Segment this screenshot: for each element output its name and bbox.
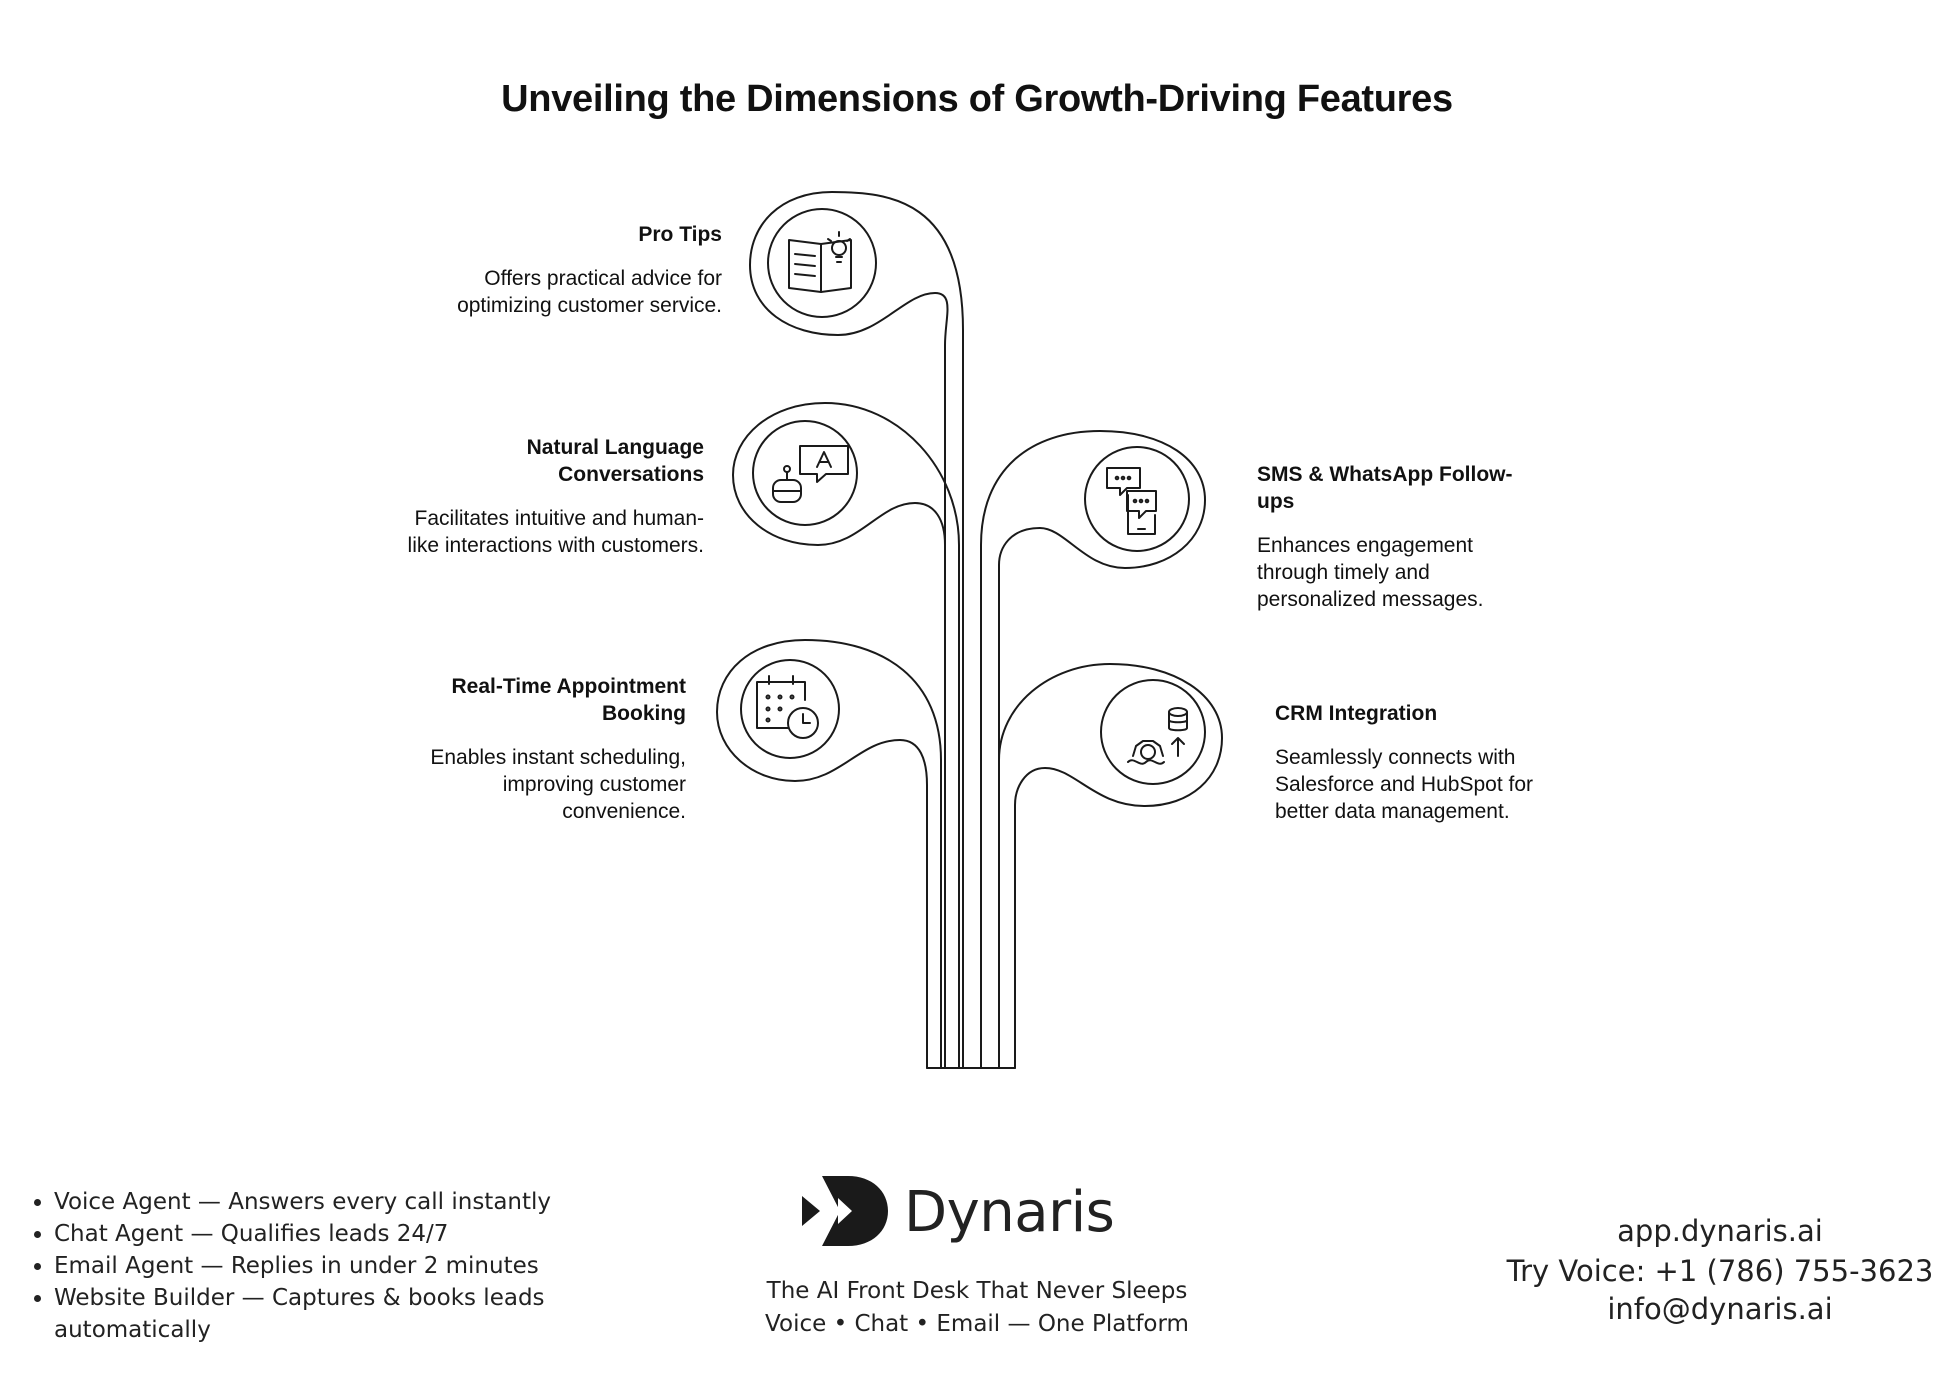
feature-description: Enables instant scheduling, improving cu…	[430, 746, 686, 823]
page-title: Unveiling the Dimensions of Growth-Drivi…	[501, 78, 1453, 120]
branch-natural-language	[732, 402, 960, 1069]
robot-chat-icon	[772, 445, 849, 503]
feature-description: Seamlessly connects with Salesforce and …	[1275, 746, 1533, 823]
branch-appointment-booking	[716, 639, 942, 1069]
feature-title: SMS & WhatsApp Follow-ups	[1257, 463, 1513, 513]
tagline-primary: The AI Front Desk That Never Sleeps	[766, 1278, 1188, 1304]
list-item: Website Builder — Captures & books leads…	[30, 1282, 590, 1346]
feature-appointment-booking: Real-Time Appointment Booking Enables in…	[386, 673, 686, 825]
feature-description: Offers practical advice for optimizing c…	[457, 267, 722, 317]
feature-sms-whatsapp: SMS & WhatsApp Follow-ups Enhances engag…	[1257, 461, 1527, 613]
email-link[interactable]: info@dynaris.ai	[1607, 1292, 1833, 1326]
phone-messages-icon	[1106, 467, 1157, 535]
services-list: Voice Agent — Answers every call instant…	[30, 1186, 590, 1346]
feature-natural-language: Natural Language Conversations Facilitat…	[404, 434, 704, 559]
brand-logo: Dynaris	[800, 1168, 1120, 1254]
feature-title: CRM Integration	[1275, 702, 1438, 725]
feature-pro-tips: Pro Tips Offers practical advice for opt…	[422, 221, 722, 319]
branch-crm-integration	[998, 663, 1223, 1069]
feature-title: Natural Language Conversations	[526, 436, 704, 486]
branch-pro-tips	[749, 191, 964, 1069]
feature-crm-integration: CRM Integration Seamlessly connects with…	[1275, 700, 1565, 825]
feature-title: Pro Tips	[638, 223, 722, 246]
list-item: Chat Agent — Qualifies leads 24/7	[30, 1218, 590, 1250]
branch-sms-whatsapp	[980, 430, 1206, 1069]
tagline-secondary: Voice • Chat • Email — One Platform	[765, 1311, 1189, 1337]
dynaris-mark-icon	[802, 1176, 888, 1246]
website-link[interactable]: app.dynaris.ai	[1617, 1214, 1823, 1248]
feature-description: Facilitates intuitive and human-like int…	[407, 507, 704, 557]
brand-name: Dynaris	[904, 1180, 1115, 1245]
list-item: Voice Agent — Answers every call instant…	[30, 1186, 590, 1218]
list-item: Email Agent — Replies in under 2 minutes	[30, 1250, 590, 1282]
calendar-clock-icon	[756, 675, 819, 739]
feature-description: Enhances engagement through timely and p…	[1257, 534, 1484, 611]
phone-number[interactable]: Try Voice: +1 (786) 755-3623	[1506, 1254, 1934, 1288]
book-lightbulb-icon	[788, 231, 852, 293]
gear-database-icon	[1127, 707, 1188, 765]
feature-title: Real-Time Appointment Booking	[451, 675, 686, 725]
